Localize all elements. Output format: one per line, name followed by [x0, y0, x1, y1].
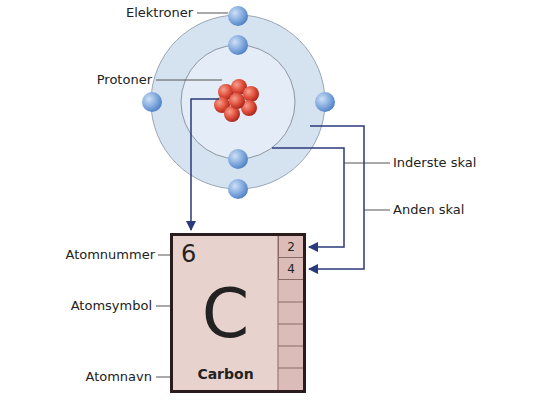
- electron-count: 2: [279, 241, 303, 253]
- pointer-arrows: [191, 99, 364, 269]
- part-label: Anden skal: [393, 202, 464, 218]
- element-box-fill: [171, 234, 305, 391]
- shell-cell: 4: [278, 258, 303, 280]
- part-label: Protoner: [97, 72, 152, 88]
- atomic-symbol: C: [173, 280, 278, 348]
- outer-shell: [151, 15, 325, 189]
- electron-count: 4: [279, 263, 303, 275]
- inner-shell: [181, 45, 295, 159]
- nucleus: [214, 79, 259, 122]
- part-label: Elektroner: [126, 5, 193, 21]
- atomic-number: 6: [181, 242, 196, 266]
- part-label: Atomnummer: [65, 247, 155, 263]
- shell-column: [278, 236, 305, 390]
- part-label: Atomnavn: [85, 369, 152, 385]
- part-label: Inderste skal: [393, 155, 476, 171]
- electrons: [142, 6, 335, 199]
- shell-cells: [278, 236, 305, 390]
- part-label: Atomsymbol: [71, 298, 152, 314]
- atomic-name: Carbon: [173, 367, 278, 381]
- shell-cell: 2: [278, 236, 303, 258]
- element-box: 6C Carbon 2 4: [170, 233, 306, 393]
